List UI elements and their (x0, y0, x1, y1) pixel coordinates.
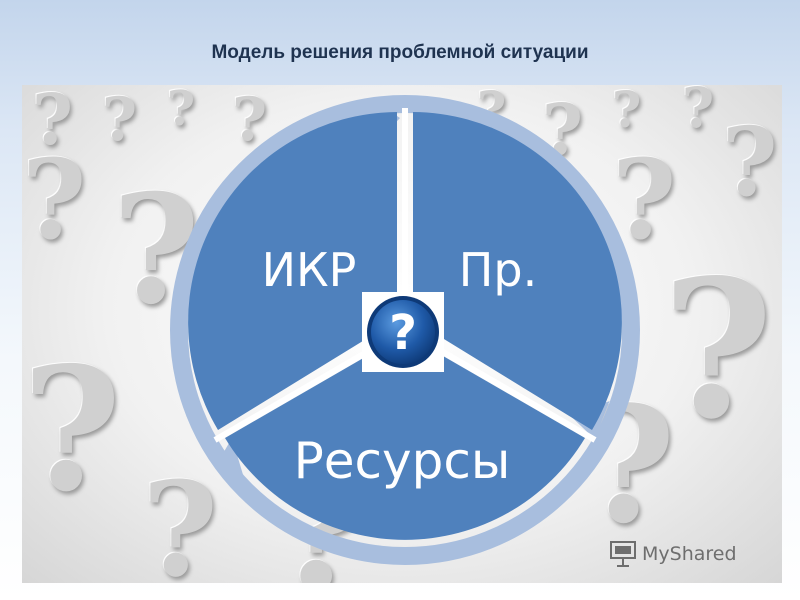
sector-resources (225, 334, 585, 540)
sector-label-resources: Ресурсы (294, 432, 511, 490)
question-mark-icon: ? (142, 453, 219, 584)
sector-label-ikr: ИКР (262, 243, 357, 297)
sector-pr (413, 112, 622, 430)
question-mark-icon: ? (167, 85, 196, 137)
question-mark-icon: ? (682, 85, 715, 140)
question-mark-icon: ? (102, 85, 138, 155)
arrow-head-icon (218, 438, 244, 478)
question-mark-icon: ? (32, 85, 74, 161)
cycle-ring (170, 95, 640, 565)
question-mark-icon: ? (612, 135, 677, 264)
question-icon: ? (362, 292, 444, 372)
question-mark-icon: ? (22, 135, 87, 264)
question-mark-icon: ? (612, 85, 642, 139)
presentation-icon (610, 541, 636, 567)
sector-ikr (188, 112, 397, 430)
svg-text:?: ? (389, 305, 417, 361)
question-mark-icon: ? (662, 238, 774, 461)
question-mark-icon: ? (22, 330, 122, 530)
watermark-text: MyShared (642, 543, 737, 565)
slide-title: Модель решения проблемной ситуации (211, 42, 589, 63)
question-mark-icon: ? (722, 107, 778, 218)
sector-label-pr: Пр. (459, 243, 537, 297)
question-mark-icon: ? (232, 85, 268, 155)
watermark: MyShared (608, 538, 737, 570)
